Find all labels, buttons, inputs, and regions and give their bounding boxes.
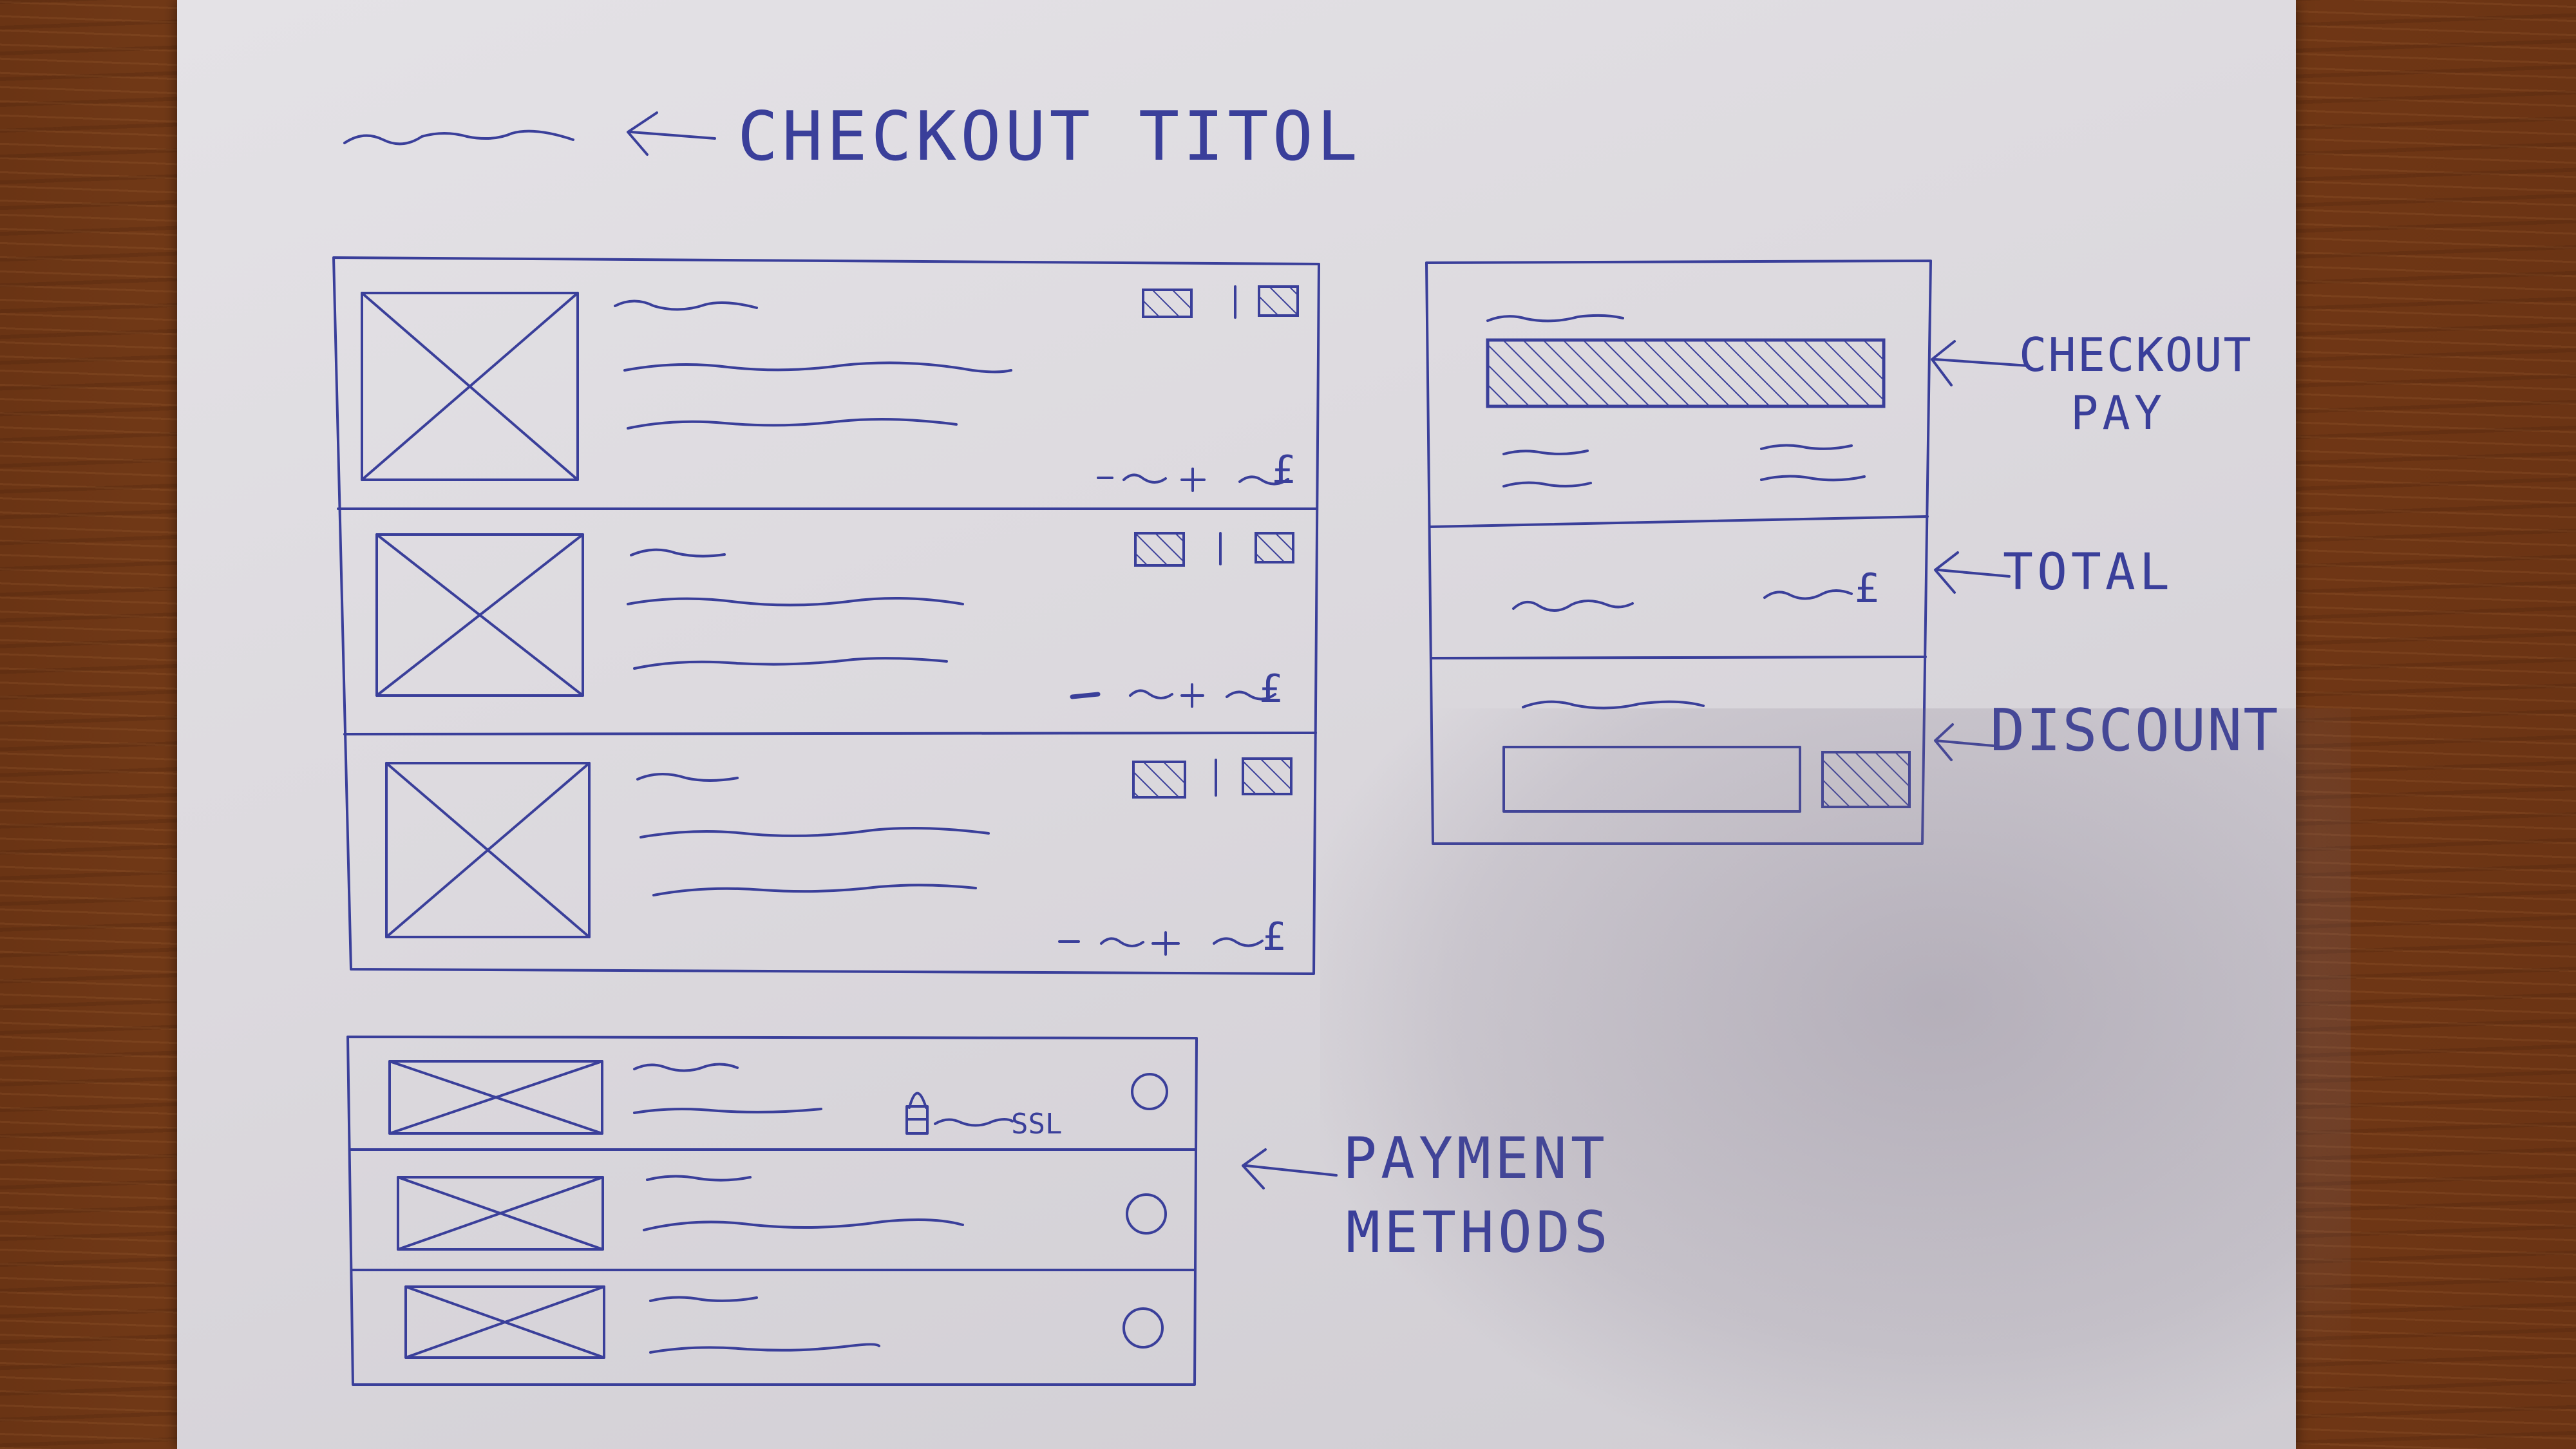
- cart-item: [385, 757, 1293, 956]
- checkout-pay-annotation-line2: PAY: [2070, 386, 2166, 440]
- lock-icon: [905, 1092, 929, 1135]
- plus-icon[interactable]: [1151, 931, 1180, 956]
- summary-value-scribble: [1760, 475, 1866, 482]
- payment-detail-scribble: [633, 1108, 822, 1114]
- total-arrow: [1934, 551, 2011, 594]
- payment-method-row[interactable]: SSL: [388, 1060, 1168, 1141]
- product-name-scribble: [630, 548, 726, 558]
- cart-item-currency: £: [1262, 914, 1286, 960]
- delete-icon[interactable]: [1258, 285, 1299, 317]
- payment-radio[interactable]: [1122, 1307, 1164, 1349]
- quantity-scribble: [1122, 473, 1167, 484]
- price-scribble: [1226, 690, 1276, 701]
- product-image-placeholder: [385, 762, 591, 938]
- discount-arrow: [1934, 723, 1994, 761]
- summary-label-scribble: [1502, 481, 1592, 488]
- checkout-pay-button[interactable]: [1486, 338, 1886, 408]
- payment-methods-arrow: [1242, 1148, 1338, 1189]
- order-summary-panel: [1425, 260, 1932, 845]
- discount-code-input[interactable]: [1502, 746, 1801, 813]
- cart-items-list: [332, 256, 1320, 975]
- price-scribble: [1238, 475, 1289, 486]
- product-description-scribble: [652, 884, 977, 896]
- price-scribble: [1213, 937, 1264, 947]
- payment-methods-list: [346, 1036, 1198, 1386]
- discount-section: [1502, 700, 1911, 813]
- checkout-title-scribble: [343, 129, 574, 146]
- payment-logo-placeholder: [397, 1176, 604, 1251]
- payment-radio[interactable]: [1126, 1193, 1167, 1235]
- product-description-scribble: [627, 417, 958, 430]
- checkout-pay-section: [1486, 314, 1886, 488]
- product-image-placeholder: [361, 292, 579, 481]
- payment-logo-placeholder: [404, 1285, 605, 1359]
- payment-method-row[interactable]: [404, 1285, 1164, 1359]
- quantity-stepper[interactable]: [1058, 931, 1180, 956]
- quantity-stepper[interactable]: [1070, 683, 1204, 708]
- payment-logo-placeholder: [388, 1060, 603, 1135]
- quantity-stepper[interactable]: [1097, 468, 1206, 492]
- sketch-paper: [177, 0, 2296, 1449]
- apply-discount-button[interactable]: [1821, 751, 1911, 808]
- edit-icon[interactable]: [1142, 289, 1193, 318]
- payment-detail-scribble: [649, 1343, 880, 1354]
- edit-icon[interactable]: [1134, 532, 1185, 567]
- delete-icon[interactable]: [1242, 757, 1293, 795]
- minus-icon[interactable]: [1070, 692, 1101, 699]
- product-description-scribble: [623, 361, 1012, 374]
- payment-methods-annotation-line1: PAYMENT: [1343, 1125, 1609, 1191]
- product-description-scribble: [627, 597, 964, 607]
- product-name-scribble: [614, 299, 758, 311]
- quantity-scribble: [1100, 937, 1144, 947]
- cart-item: [361, 285, 1299, 492]
- cart-item-currency: £: [1259, 667, 1283, 712]
- payment-method-row[interactable]: [397, 1175, 1167, 1251]
- checkout-title-arrow: [627, 111, 716, 156]
- summary-value-scribble: [1760, 444, 1853, 450]
- total-currency: £: [1855, 565, 1880, 612]
- ssl-label: SSL: [1011, 1108, 1062, 1141]
- quantity-scribble: [1129, 689, 1173, 699]
- secure-label-scribble: [934, 1118, 1014, 1127]
- payment-name-scribble: [633, 1063, 739, 1072]
- discount-annotation: DISCOUNT: [1990, 697, 2280, 764]
- plus-icon[interactable]: [1180, 468, 1206, 492]
- product-image-placeholder: [375, 533, 584, 697]
- total-value-scribble: [1763, 589, 1853, 600]
- checkout-pay-annotation-line1: CHECKOUT: [2019, 328, 2253, 382]
- cart-item: [375, 532, 1294, 708]
- payment-methods-annotation-line2: METHODS: [1346, 1199, 1612, 1265]
- checkout-title-annotation: CHECKOUT TITOL: [737, 97, 1362, 176]
- product-description-scribble: [633, 657, 948, 670]
- checkout-heading-scribble: [1486, 314, 1624, 323]
- product-name-scribble: [636, 772, 739, 782]
- payment-radio[interactable]: [1131, 1073, 1168, 1110]
- payment-name-scribble: [649, 1296, 758, 1302]
- cart-item-currency: £: [1272, 448, 1296, 493]
- product-description-scribble: [639, 826, 990, 838]
- payment-name-scribble: [646, 1175, 752, 1182]
- total-label-scribble: [1512, 600, 1634, 612]
- plus-icon[interactable]: [1180, 683, 1204, 708]
- delete-icon[interactable]: [1255, 532, 1294, 564]
- discount-label-scribble: [1522, 700, 1705, 710]
- summary-label-scribble: [1502, 450, 1589, 455]
- total-section: £: [1512, 565, 1880, 612]
- checkout-pay-arrow: [1931, 340, 2030, 386]
- total-annotation: TOTAL: [2003, 544, 2174, 601]
- edit-icon[interactable]: [1132, 761, 1186, 799]
- payment-detail-scribble: [643, 1218, 964, 1231]
